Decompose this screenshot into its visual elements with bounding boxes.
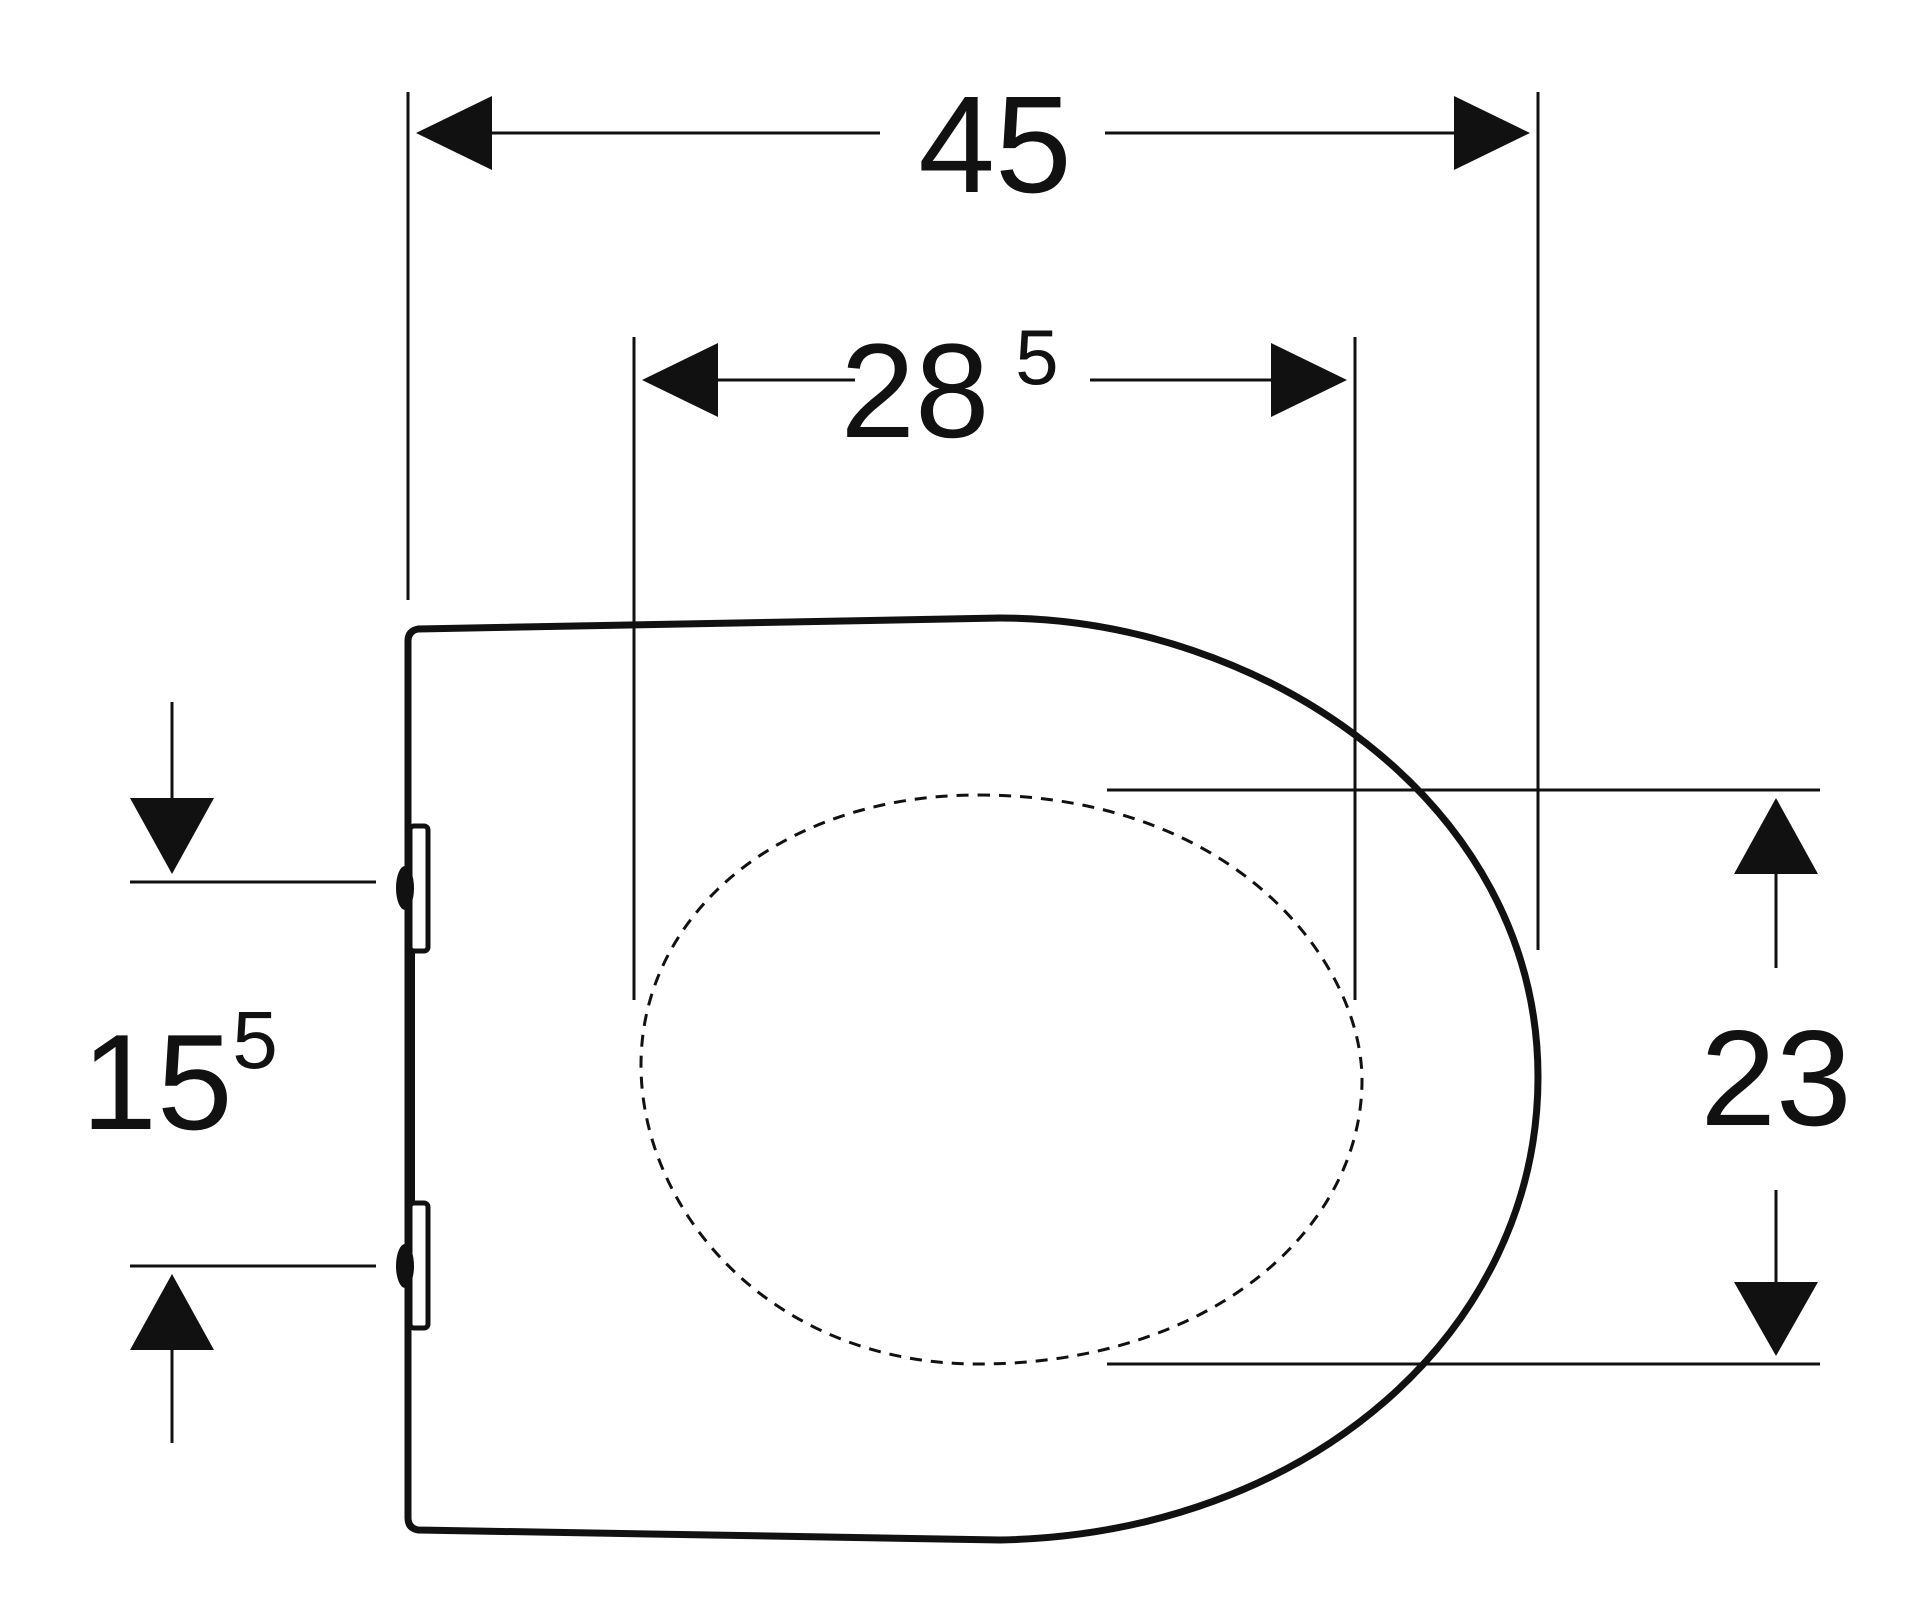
opening-length-value: 23 xyxy=(1700,1002,1851,1154)
dimension-arrow-icon-right xyxy=(1454,96,1530,170)
opening-dashed-outline-icon xyxy=(639,793,1364,1366)
dimension-overall-width: 45 xyxy=(406,68,1540,950)
dimension-arrow-icon-down xyxy=(130,798,214,874)
opening-width-label: 28 xyxy=(840,317,989,466)
overall-width-value: 45 xyxy=(918,68,1072,222)
dimension-arrow-icon-right xyxy=(1271,343,1347,417)
fixing-distance-value: 15 xyxy=(81,1006,232,1158)
dimension-opening-width: 28 5 xyxy=(632,313,1357,1000)
dimension-arrow-icon-left xyxy=(416,96,492,170)
dimension-arrow-icon-left xyxy=(642,343,718,417)
opening-length-label: 23 xyxy=(1700,1002,1851,1154)
dimension-arrow-icon-down xyxy=(1734,1282,1818,1356)
seat-outline-icon xyxy=(404,614,1542,1544)
dimension-opening-length: 23 xyxy=(1107,788,1852,1366)
overall-width-label: 45 xyxy=(918,68,1072,222)
hinge-icon-top xyxy=(396,823,431,954)
opening-width-value: 28 xyxy=(840,317,989,466)
dimension-fixing-distance: 15 5 xyxy=(81,702,376,1443)
fixing-distance-label: 15 xyxy=(81,1006,232,1158)
fixing-distance-superscript: 5 xyxy=(232,995,278,1086)
dimension-arrow-icon-up xyxy=(130,1274,214,1350)
opening-width-superscript: 5 xyxy=(1015,313,1058,401)
hinge-icon-bottom xyxy=(396,1200,431,1331)
dimension-arrow-icon-up xyxy=(1734,798,1818,874)
